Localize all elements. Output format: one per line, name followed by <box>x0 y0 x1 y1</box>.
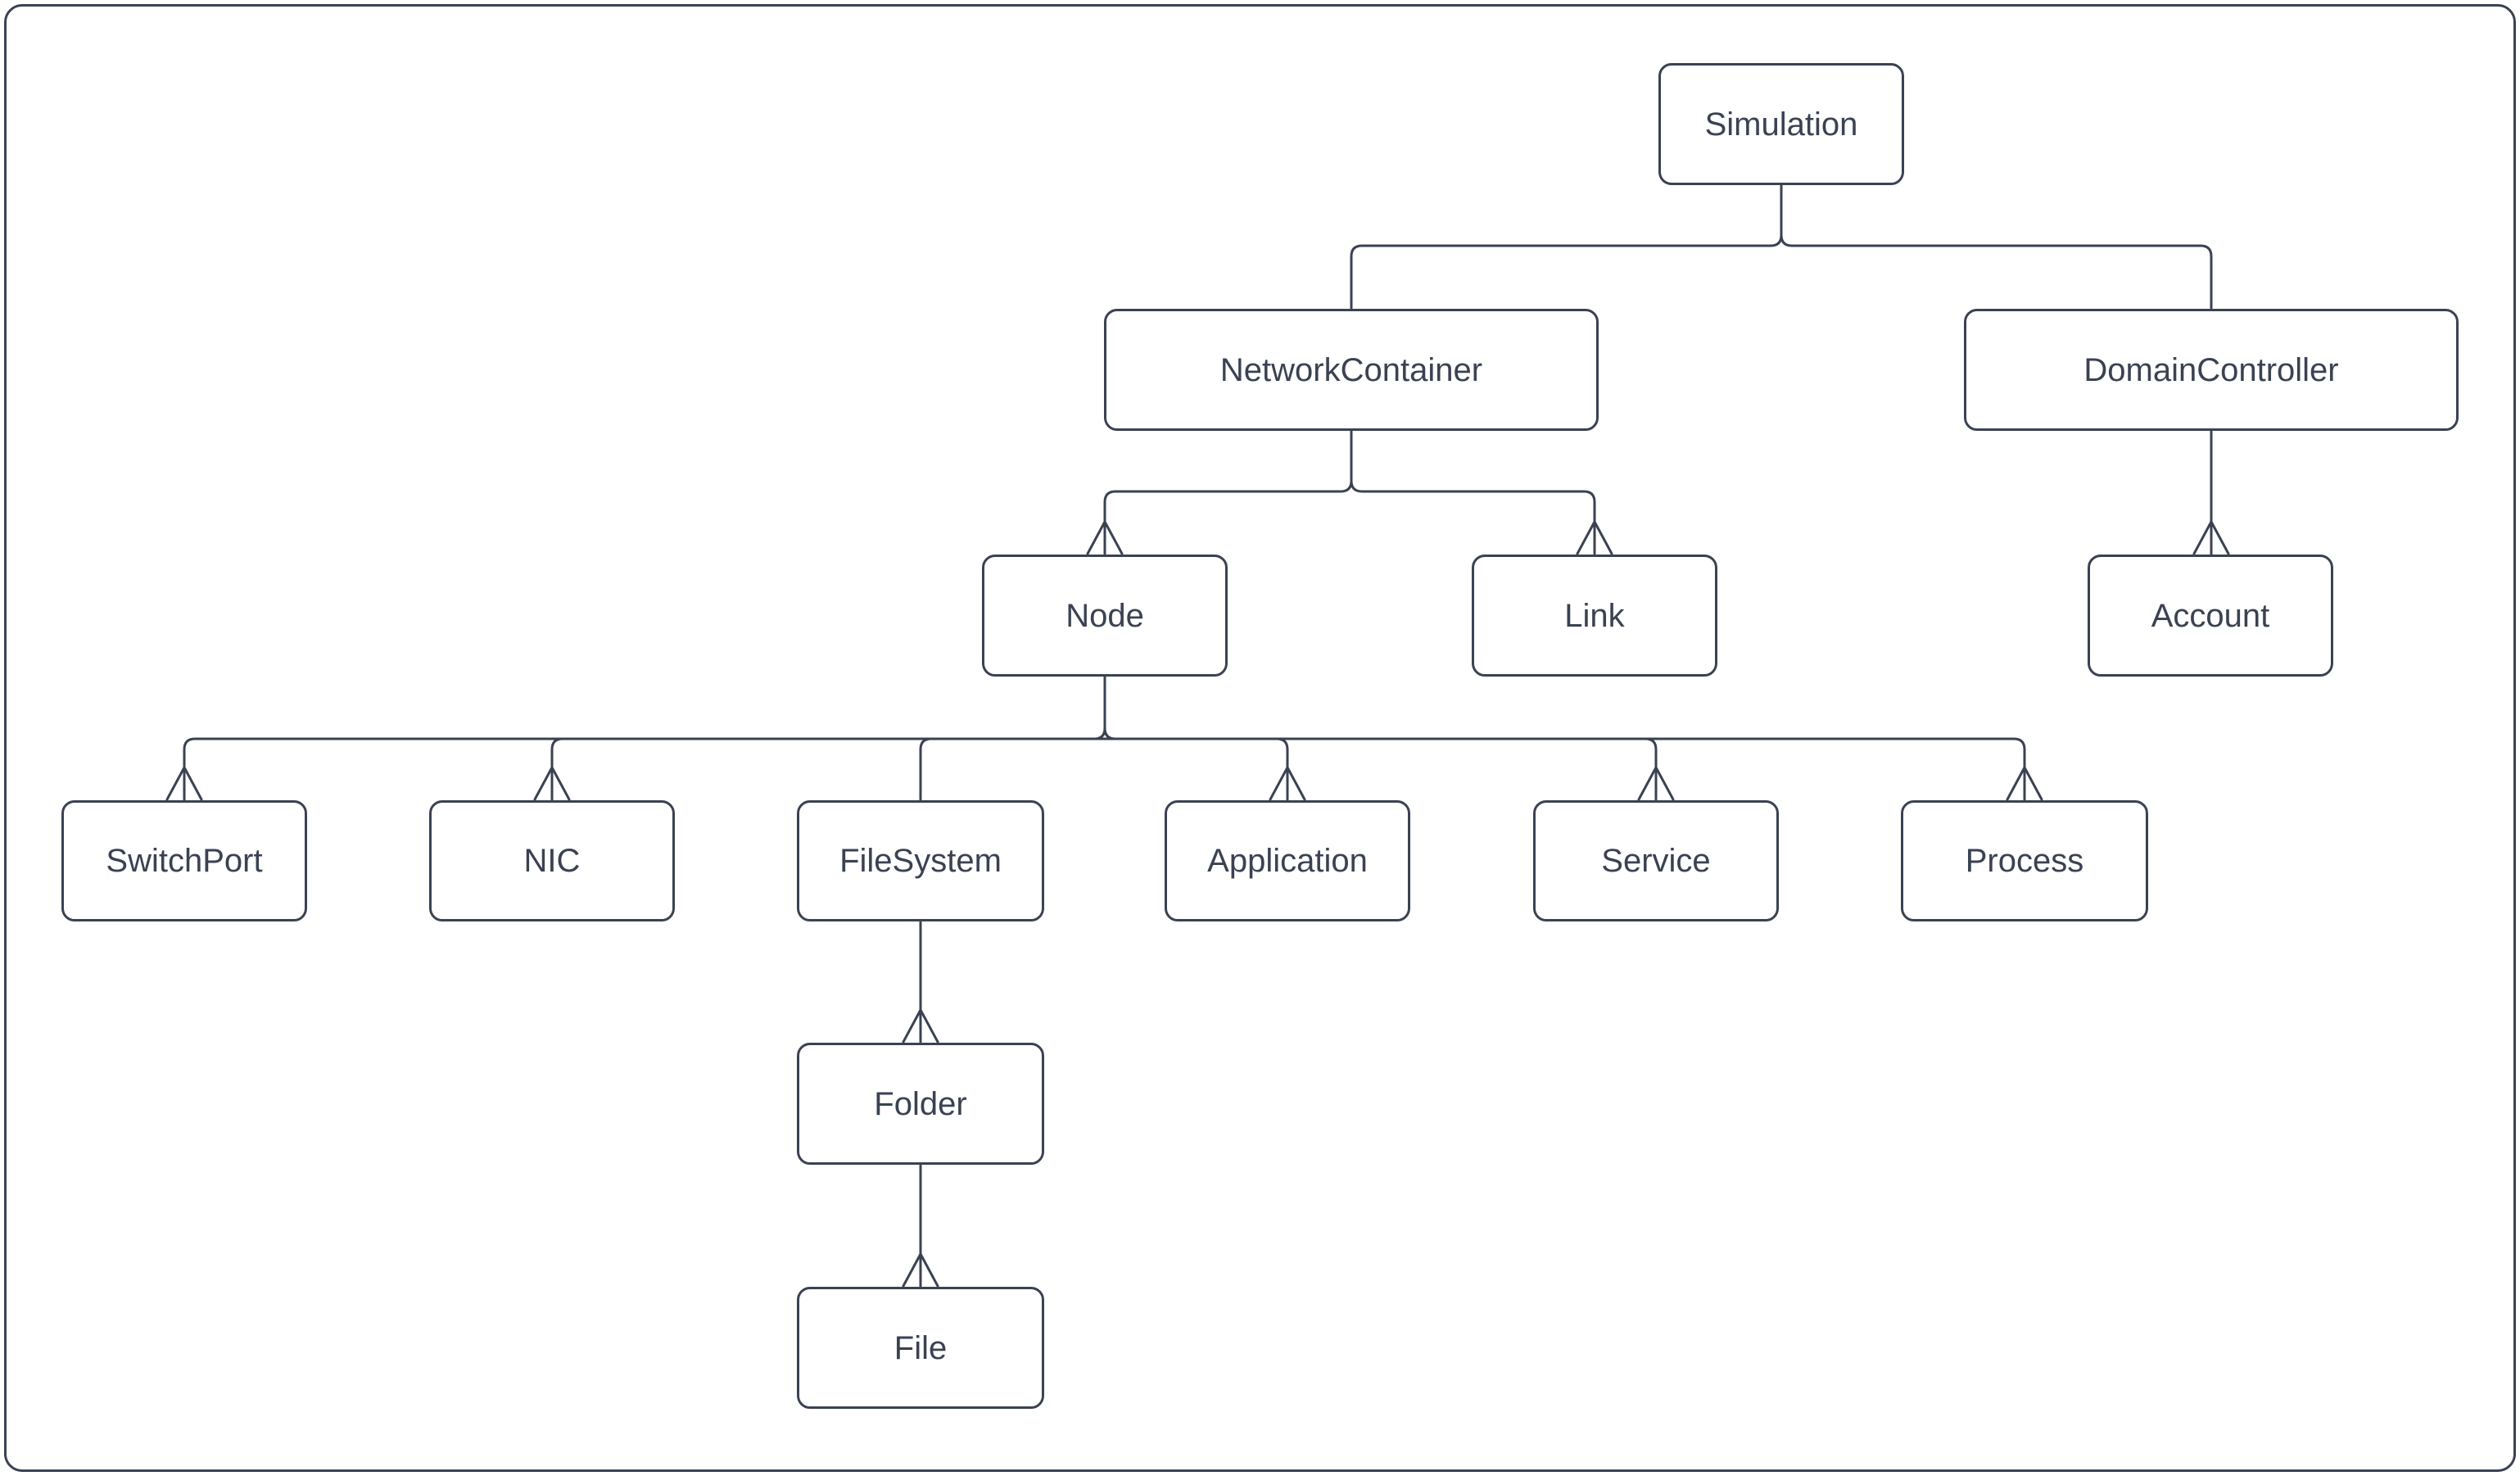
node-account-label: Account <box>2151 597 2270 634</box>
edge-networkcontainer-node <box>1086 429 1353 555</box>
edge-simulation-domaincontroller <box>1780 183 2213 310</box>
arrowhead-application <box>1269 766 1306 801</box>
arrowhead-nic <box>533 766 571 801</box>
edge-domaincontroller-account <box>2192 429 2230 555</box>
edge-node-filesystem <box>919 737 933 801</box>
node-file-label: File <box>894 1329 948 1366</box>
node-domain-controller-label: DomainController <box>2083 351 2339 388</box>
edge-node-children-bus <box>183 737 2026 801</box>
node-switch-port[interactable]: SwitchPort <box>61 800 307 921</box>
node-file-system-label: FileSystem <box>839 843 1002 879</box>
node-file[interactable]: File <box>797 1287 1044 1409</box>
node-process-label: Process <box>1965 843 2084 879</box>
edge-networkcontainer-link <box>1350 429 1613 555</box>
node-nic[interactable]: NIC <box>429 800 675 921</box>
edge-folder-file <box>902 1164 939 1288</box>
node-simulation[interactable]: Simulation <box>1658 63 1904 185</box>
node-application[interactable]: Application <box>1165 800 1410 921</box>
node-simulation-label: Simulation <box>1704 106 1858 143</box>
arrowhead-folder <box>902 1008 939 1044</box>
arrowhead-process <box>2006 766 2043 801</box>
node-nic-label: NIC <box>523 843 581 879</box>
arrowhead-switchport <box>165 766 203 801</box>
node-process[interactable]: Process <box>1901 800 2148 921</box>
node-node-label: Node <box>1065 597 1144 634</box>
arrowhead-service <box>1637 766 1675 801</box>
arrowhead-account <box>2192 520 2230 555</box>
arrowhead-node <box>1086 520 1124 555</box>
node-application-label: Application <box>1207 843 1368 879</box>
node-file-system[interactable]: FileSystem <box>797 800 1044 921</box>
edge-node-nic <box>550 737 564 801</box>
edge-simulation-networkcontainer <box>1350 183 1783 310</box>
node-account[interactable]: Account <box>2088 555 2333 677</box>
node-network-container[interactable]: NetworkContainer <box>1104 309 1599 431</box>
edge-node-trunk <box>1093 675 1117 740</box>
node-node[interactable]: Node <box>982 555 1228 677</box>
node-network-container-label: NetworkContainer <box>1219 351 1483 388</box>
node-link[interactable]: Link <box>1472 555 1717 677</box>
edge-node-service <box>1644 737 1658 801</box>
arrowhead-file <box>902 1252 939 1288</box>
node-service[interactable]: Service <box>1533 800 1779 921</box>
edge-node-application <box>1275 737 1289 801</box>
node-folder-label: Folder <box>874 1085 967 1122</box>
node-switch-port-label: SwitchPort <box>106 843 263 879</box>
node-link-label: Link <box>1564 597 1625 634</box>
node-service-label: Service <box>1601 843 1711 879</box>
arrowhead-link <box>1576 520 1613 555</box>
node-domain-controller[interactable]: DomainController <box>1964 309 2459 431</box>
node-folder[interactable]: Folder <box>797 1043 1044 1165</box>
edge-filesystem-folder <box>902 921 939 1044</box>
